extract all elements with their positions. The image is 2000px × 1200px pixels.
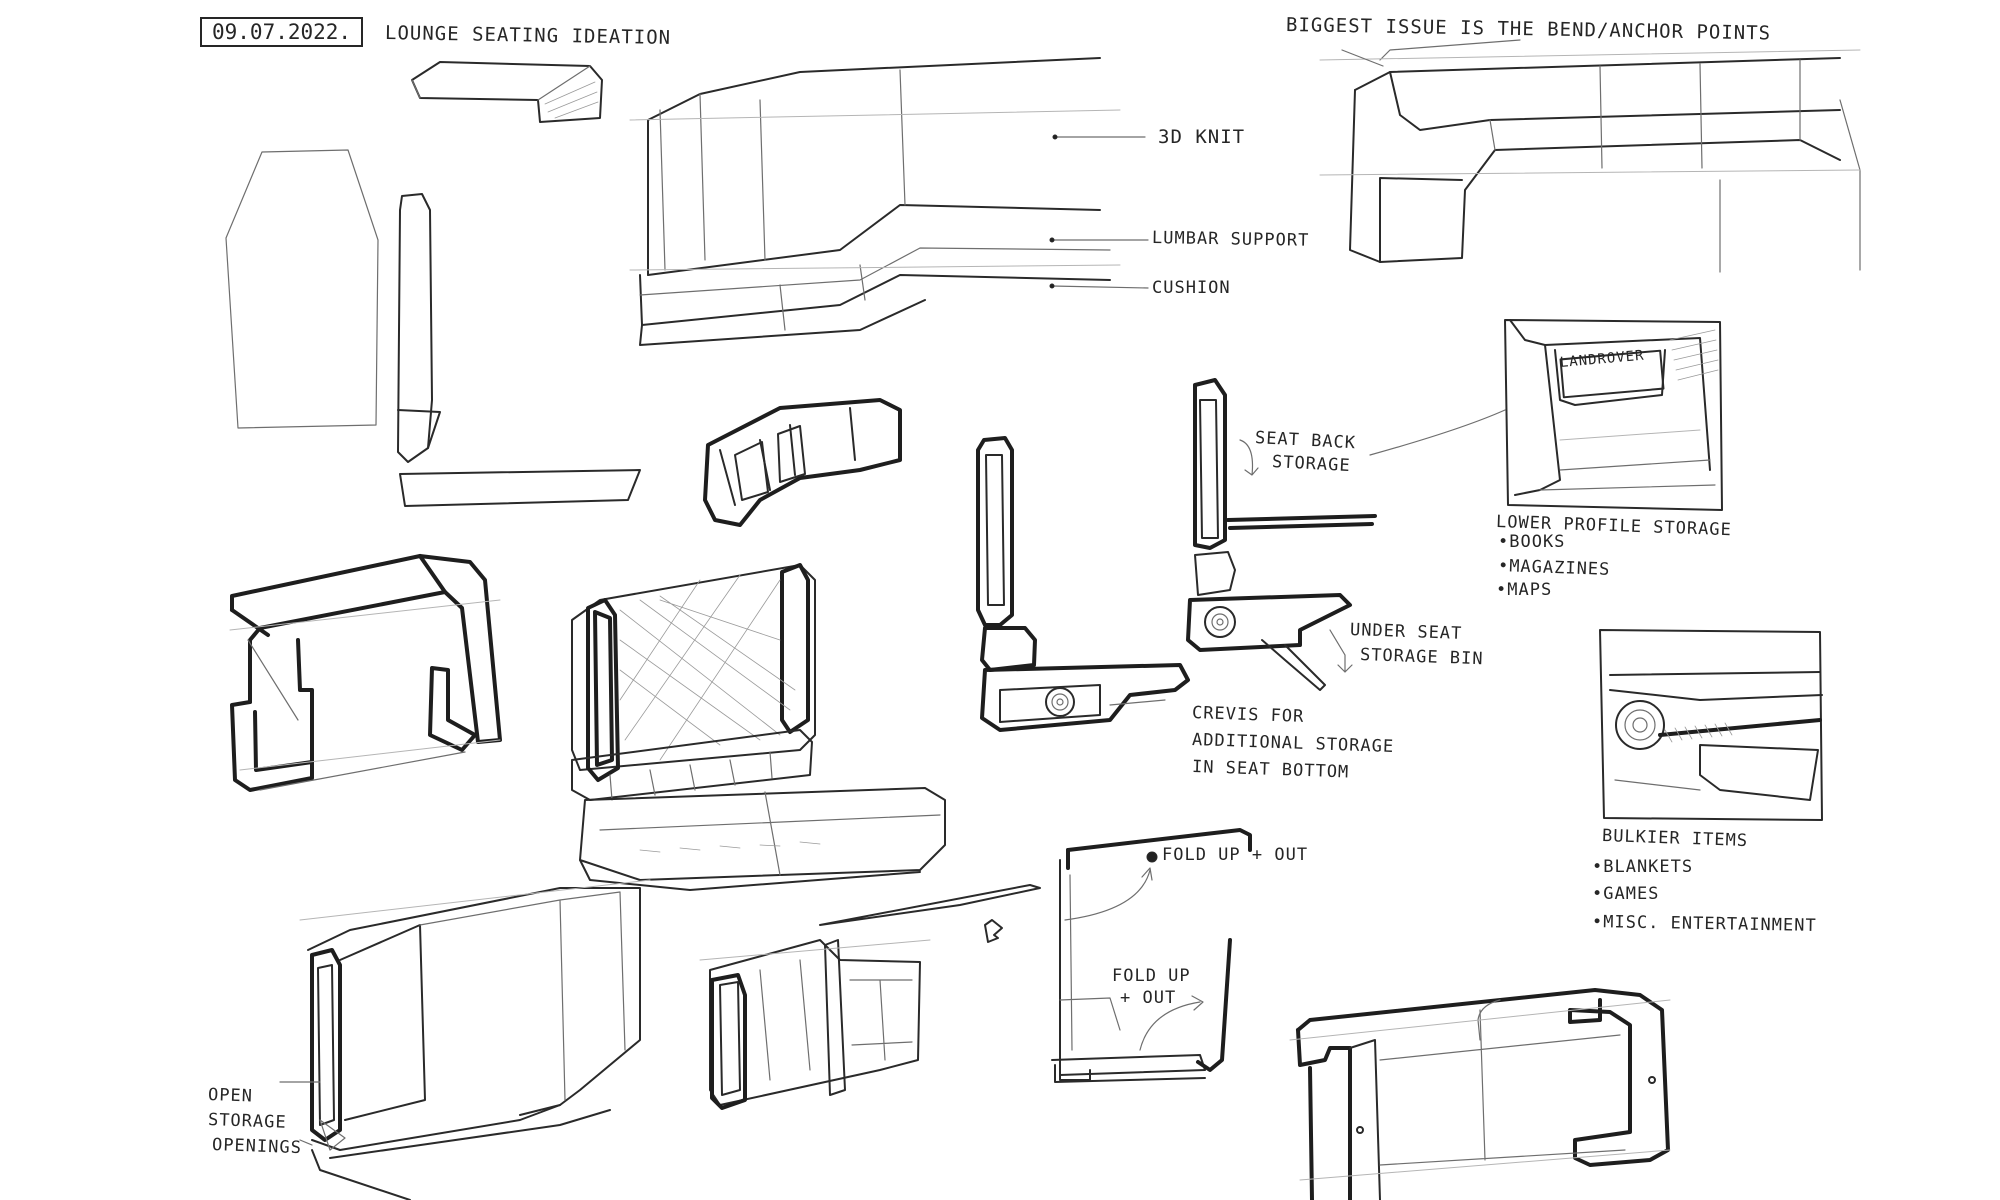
note-open-storage-2: STORAGE [207, 1110, 287, 1133]
tube-frame-bottom [1289, 988, 1671, 1200]
note-crevis-1: CREVIS FOR [1191, 703, 1305, 727]
padded-seat-storage [571, 563, 946, 891]
note-low-profile-item-1: •BOOKS [1498, 532, 1566, 552]
detail-box-bulkier [1599, 629, 1823, 821]
tube-frame-seat [229, 554, 502, 792]
note-bulkier-item-3: •MISC. ENTERTAINMENT [1591, 912, 1817, 936]
note-low-profile-item-3: •MAPS [1496, 580, 1553, 600]
date-box: 09.07.2022. [200, 17, 364, 47]
armrest-sketch-mid [703, 398, 902, 527]
note-bulkier-item-2: •GAMES [1592, 884, 1660, 904]
lounge-sketch-u [1319, 39, 1861, 273]
lounge-sketch-large [629, 57, 1121, 346]
note-under-seat-1: UNDER SEAT [1349, 620, 1463, 644]
armrest-fold-table [699, 884, 1041, 1110]
note-low-profile-item-2: •MAGAZINES [1497, 556, 1611, 580]
profile-outline-left [225, 149, 641, 507]
note-cushion: CUSHION [1152, 278, 1231, 298]
fold-mechanism [984, 828, 1252, 1083]
note-bulkier-item-1: •BLANKETS [1592, 857, 1694, 877]
note-seat-back-2: STORAGE [1271, 452, 1352, 477]
note-lumbar: LUMBAR SUPPORT [1151, 228, 1310, 251]
note-open-storage-3: OPENINGS [211, 1135, 303, 1159]
note-fold-2b: + OUT [1120, 988, 1177, 1008]
seat-profile-crevis [976, 436, 1190, 732]
leader-lines-lounge [1049, 134, 1149, 289]
note-under-seat-2: STORAGE BIN [1359, 645, 1484, 670]
seat-profile-storage [1186, 378, 1377, 691]
note-fold-1: FOLD UP + OUT [1162, 845, 1309, 865]
note-open-storage-1: OPEN [207, 1085, 254, 1107]
lounge-sketch-bottom [279, 879, 651, 1200]
detail-box-low-profile [1369, 319, 1723, 511]
armrest-sketch-top [411, 61, 603, 123]
note-fold-2a: FOLD UP [1112, 966, 1191, 986]
note-3d-knit: 3D KNIT [1158, 126, 1246, 148]
